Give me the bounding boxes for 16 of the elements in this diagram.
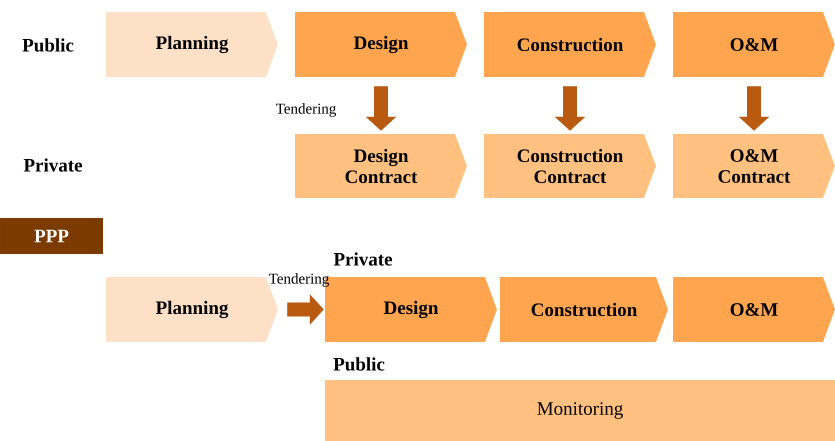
- row-label: Public: [22, 38, 74, 52]
- row-label: Private: [24, 158, 82, 172]
- section-tag: PPP: [0, 218, 103, 254]
- process-box: Monitoring: [325, 380, 835, 441]
- row-label: Public: [333, 357, 384, 371]
- chevron-box: Construction: [500, 277, 668, 342]
- row-label: Private: [334, 252, 392, 266]
- chevron-box: Design: [295, 12, 467, 77]
- chevron-box: O&M Contract: [673, 134, 835, 198]
- chevron-box: Construction: [484, 12, 656, 77]
- chevron-box: O&M: [673, 12, 835, 77]
- chevron-box: O&M: [673, 277, 835, 342]
- edge-label: Tendering: [276, 103, 336, 117]
- chevron-box: Planning: [106, 12, 278, 77]
- chevron-box: Design Contract: [295, 134, 467, 198]
- chevron-box: Construction Contract: [484, 134, 656, 198]
